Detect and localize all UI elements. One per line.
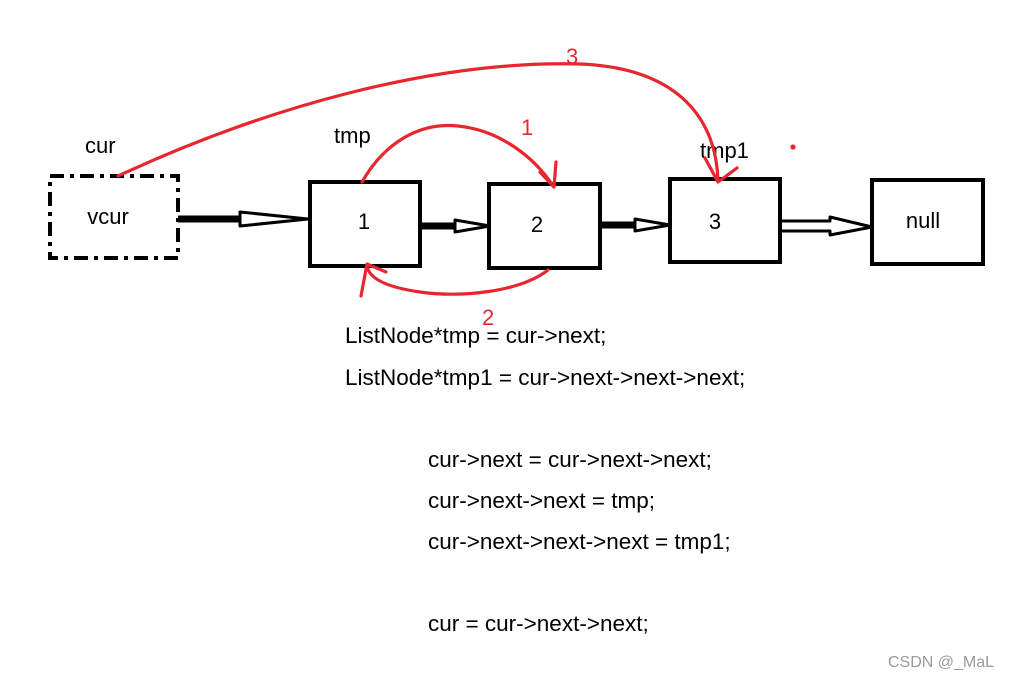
node-vcur-label: vcur (87, 204, 129, 229)
node-null-label: null (906, 208, 940, 233)
node-2-label: 2 (531, 212, 543, 237)
link-1-to-2 (416, 218, 492, 234)
node-1: 1 (308, 180, 422, 268)
node-null: null (870, 178, 985, 266)
red-stray-dot (790, 144, 796, 150)
step-arrow-3 (116, 62, 739, 184)
step-label-3: 3 (566, 44, 578, 69)
step-arrow-1 (360, 123, 558, 189)
code-line-setup-tmp: ListNode*tmp = cur->next; (345, 323, 606, 348)
node-3-label: 3 (709, 209, 721, 234)
code-line-swap-1: cur->next = cur->next->next; (428, 447, 712, 472)
link-3-to-null (778, 215, 874, 237)
link-2-to-3 (596, 217, 672, 233)
cur-pointer-label: cur (85, 133, 116, 158)
tmp1-pointer-label: tmp1 (700, 138, 749, 163)
watermark: CSDN @_MaL (888, 654, 994, 671)
tmp-pointer-label: tmp (334, 123, 371, 148)
step-arrow-2 (359, 262, 550, 298)
step-label-1: 1 (521, 115, 533, 140)
node-vcur: vcur (48, 174, 180, 260)
node-1-label: 1 (358, 209, 370, 234)
code-line-setup-tmp1: ListNode*tmp1 = cur->next->next->next; (345, 365, 745, 390)
link-vcur-to-1 (174, 210, 310, 228)
code-line-swap-2: cur->next->next = tmp; (428, 488, 655, 513)
node-2: 2 (487, 182, 602, 270)
step-label-2: 2 (482, 305, 494, 330)
code-block: ListNode*tmp = cur->next; ListNode*tmp1 … (345, 323, 745, 636)
node-3: 3 (668, 177, 782, 264)
code-line-advance: cur = cur->next->next; (428, 611, 649, 636)
code-line-swap-3: cur->next->next->next = tmp1; (428, 529, 731, 554)
